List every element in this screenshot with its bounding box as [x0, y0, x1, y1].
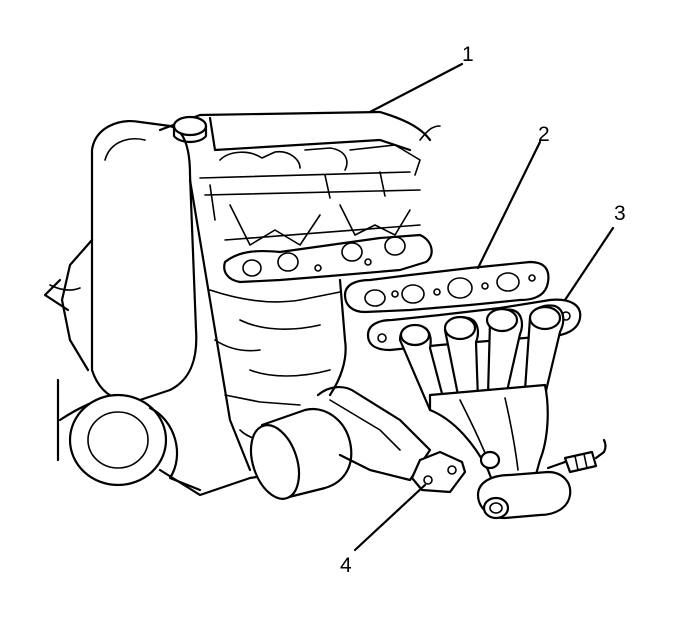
leader-line-2: [476, 140, 542, 270]
leader-line-1: [368, 62, 464, 114]
callout-label-1: 1: [462, 43, 474, 66]
callout-label-2: 2: [538, 123, 550, 146]
leader-line-3: [563, 226, 615, 302]
manifold-support-bracket: [410, 450, 467, 494]
callout-label-4: 4: [340, 554, 352, 577]
callout-leaders: [353, 62, 615, 552]
leader-line-4: [353, 483, 427, 552]
exhaust-manifold-gasket: [343, 260, 550, 314]
engine-block: [43, 110, 441, 500]
exhaust-manifold: [366, 298, 607, 520]
callout-label-3: 3: [614, 202, 626, 225]
